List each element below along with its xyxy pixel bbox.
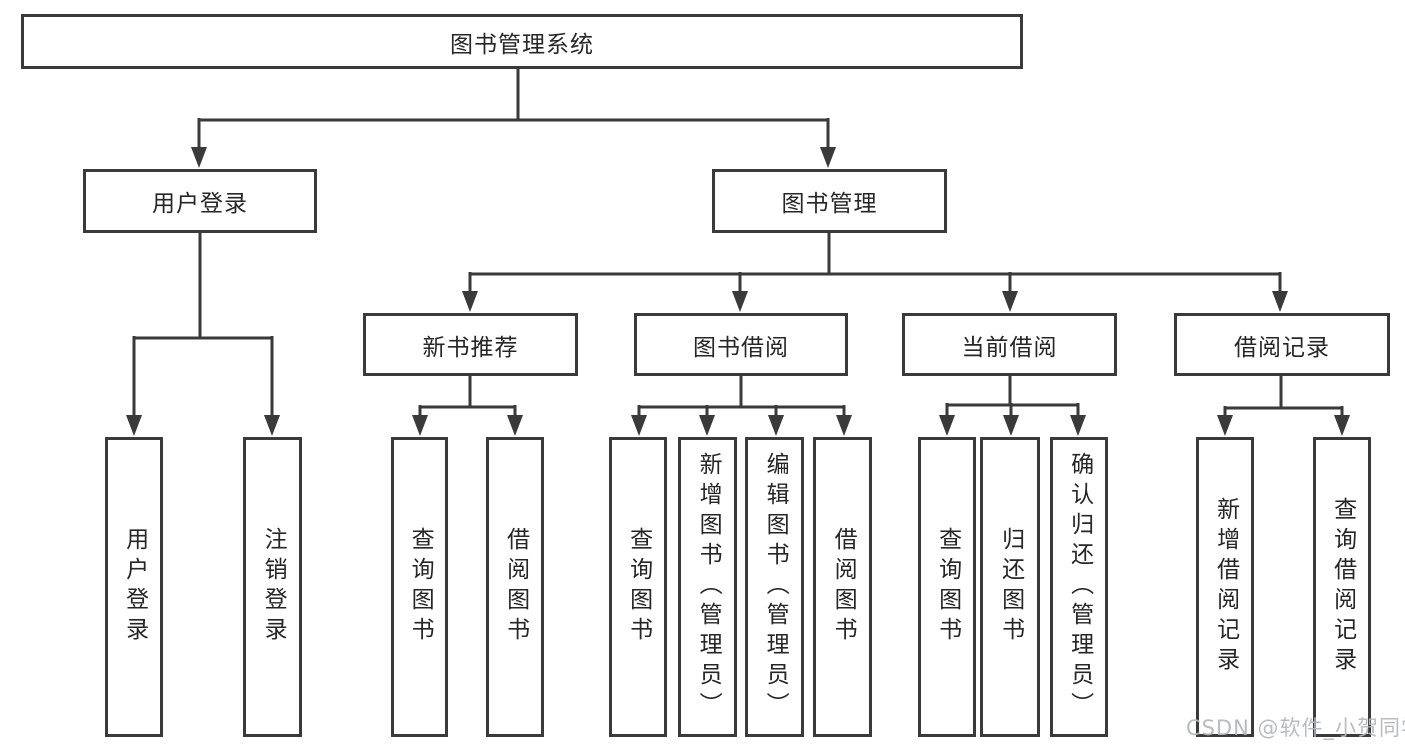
node-user-login: 用户登录 [83,169,317,233]
node-new-book-recommend: 新书推荐 [363,313,578,376]
connector-book-borrow-branch [637,375,846,418]
csdn-watermark: CSDN @软件_小贺同学 [1186,716,1405,740]
node-label: 新书推荐 [422,334,519,361]
node-label: 查询图书 [934,527,961,647]
node-label: 注销登录 [260,527,287,647]
leaf-add-books-admin: 新增图书（管理员） [678,437,737,737]
connector-borrow-records-branch [1223,375,1344,418]
leaf-borrow-books: 借阅图书 [813,437,872,737]
connector-current-borrow-branch [945,375,1080,418]
node-label: 图书借阅 [693,334,789,361]
node-book-management: 图书管理 [712,169,947,233]
node-label: 借阅记录 [1234,334,1330,361]
node-label: 查询借阅记录 [1329,497,1356,677]
leaf-user-login-action: 用户登录 [105,437,163,737]
node-label: 图书管理 [781,191,878,217]
node-label: 归还图书 [997,527,1024,647]
node-label: 新增图书（管理员） [695,452,722,722]
node-label: 查询图书 [407,527,434,647]
connector-new-book-branch [418,375,517,418]
leaf-query-books-recommend: 查询图书 [391,437,448,737]
node-current-borrow: 当前借阅 [902,313,1117,376]
leaf-borrow-books-recommend: 借阅图书 [486,437,544,737]
node-label: 借阅图书 [502,527,529,647]
node-label: 图书管理系统 [450,31,594,58]
leaf-add-borrow-record: 新增借阅记录 [1196,437,1254,737]
node-label: 查询图书 [625,527,652,647]
connector-user-login-branch [132,232,274,418]
leaf-logout: 注销登录 [243,437,302,737]
node-label: 新增借阅记录 [1212,497,1239,677]
node-label: 用户登录 [152,191,248,217]
node-borrow-records: 借阅记录 [1174,313,1390,376]
connector-book-management-branch [468,232,1282,294]
leaf-query-books-borrow: 查询图书 [609,437,667,737]
node-label: 确认归还（管理员） [1066,452,1093,722]
leaf-query-borrow-record: 查询借阅记录 [1313,437,1371,737]
arrowhead-icons [126,147,1350,436]
leaf-edit-books-admin: 编辑图书（管理员） [745,437,804,737]
leaf-query-books-current: 查询图书 [918,437,976,737]
node-label: 当前借阅 [961,334,1058,361]
node-label: 编辑图书（管理员） [762,452,789,722]
node-book-borrow: 图书借阅 [634,313,848,376]
connector-root-branch [197,68,830,150]
leaf-return-books: 归还图书 [980,437,1040,737]
node-label: 用户登录 [121,527,148,647]
node-root-library-system: 图书管理系统 [21,14,1023,69]
node-label: 借阅图书 [830,527,857,647]
leaf-confirm-return-admin: 确认归还（管理员） [1050,437,1108,737]
